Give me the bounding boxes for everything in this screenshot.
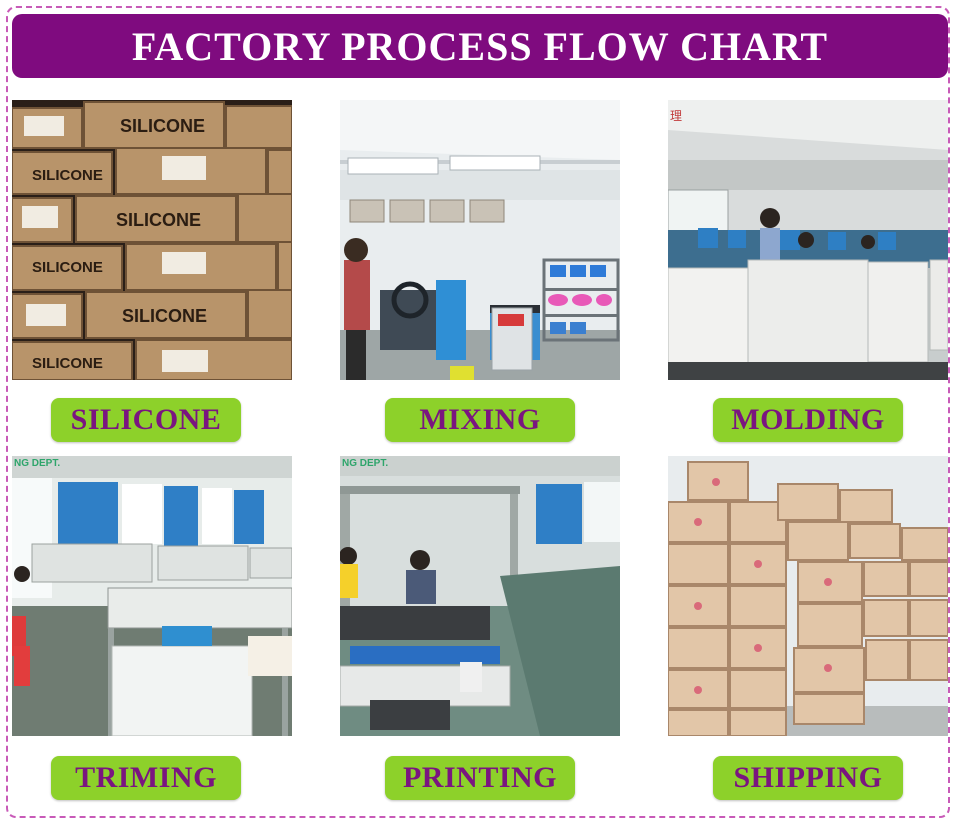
- shipping-cartons-image: [668, 456, 948, 736]
- step-photo-silicone: SILICONE SILICONE SILICONE SILICONE SILI…: [12, 100, 292, 380]
- step-label-text: PRINTING: [402, 761, 557, 794]
- step-label-molding: MOLDING: [713, 398, 903, 442]
- box-label-text: SILICONE: [32, 259, 103, 276]
- step-label-shipping: SHIPPING: [713, 756, 903, 800]
- box-label-text: SILICONE: [120, 116, 205, 136]
- step-photo-shipping: [668, 456, 948, 736]
- page-title: FACTORY PROCESS FLOW CHART: [131, 23, 829, 69]
- box-label-text: SILICONE: [116, 210, 201, 230]
- box-label-text: SILICONE: [122, 306, 207, 326]
- step-photo-molding: 理: [668, 100, 948, 380]
- svg-text:NG DEPT.: NG DEPT.: [342, 458, 388, 469]
- silicone-boxes-image: SILICONE SILICONE SILICONE SILICONE SILI…: [12, 100, 292, 380]
- printing-line-image: NG DEPT.: [340, 456, 620, 736]
- mixing-machine-image: [340, 100, 620, 380]
- step-photo-triming: NG DEPT.: [12, 456, 292, 736]
- step-label-triming: TRIMING: [51, 756, 241, 800]
- svg-text:NG DEPT.: NG DEPT.: [14, 458, 60, 469]
- step-photo-mixing: [340, 100, 620, 380]
- dashed-border: [6, 6, 950, 818]
- step-label-text: SHIPPING: [733, 761, 883, 794]
- title-banner: FACTORY PROCESS FLOW CHART: [12, 14, 948, 78]
- svg-text:理: 理: [670, 109, 682, 123]
- trimming-room-image: NG DEPT.: [12, 456, 292, 736]
- step-label-printing: PRINTING: [385, 756, 575, 800]
- step-label-text: MIXING: [419, 403, 541, 436]
- box-label-text: SILICONE: [32, 355, 103, 372]
- step-label-mixing: MIXING: [385, 398, 575, 442]
- step-label-text: SILICONE: [70, 403, 222, 436]
- step-label-text: MOLDING: [731, 403, 885, 436]
- box-label-text: SILICONE: [32, 167, 103, 184]
- step-label-text: TRIMING: [75, 761, 217, 794]
- step-label-silicone: SILICONE: [51, 398, 241, 442]
- step-photo-printing: NG DEPT.: [340, 456, 620, 736]
- molding-line-image: 理: [668, 100, 948, 380]
